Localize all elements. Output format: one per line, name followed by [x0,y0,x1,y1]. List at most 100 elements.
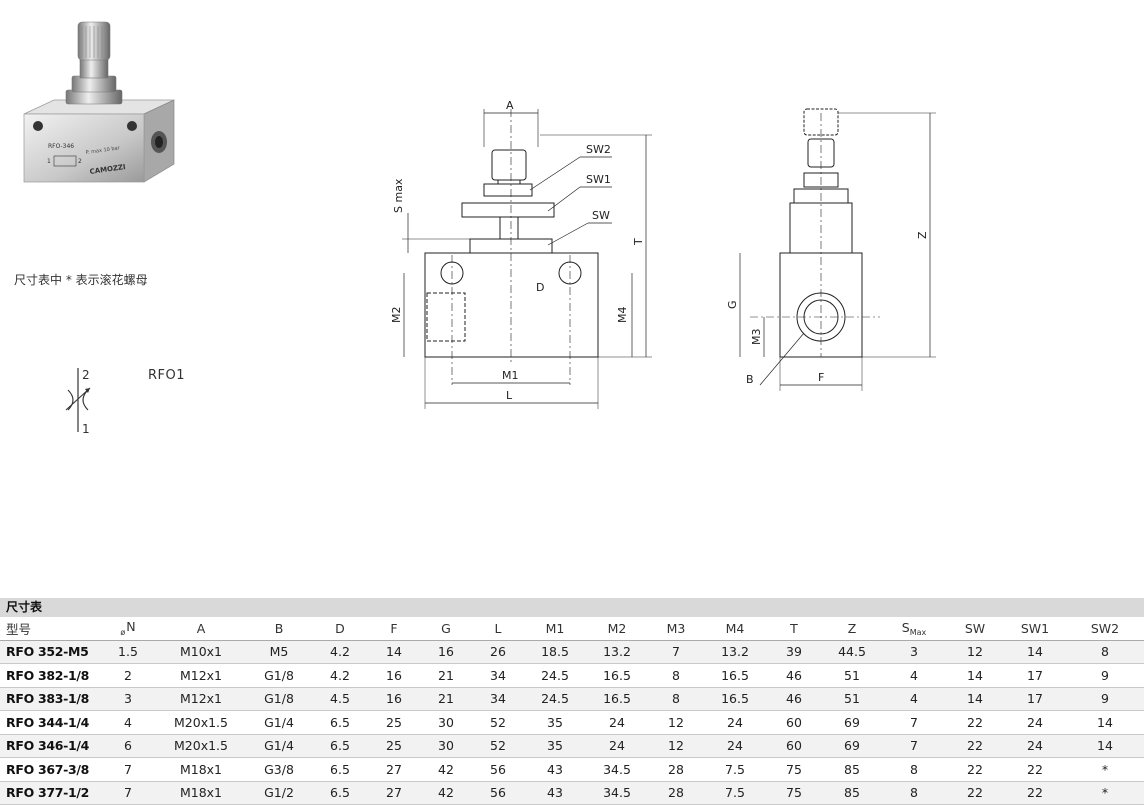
header-f: F [368,617,420,641]
row-value-cell: 6.5 [312,757,368,782]
dim-label-f: F [818,371,824,384]
dimension-drawing: A SW2 SW1 SW S max T D M2 M4 M1 L Z G M3… [390,99,936,409]
row-value-cell: 16.5 [704,663,766,688]
row-value-cell: M18x1 [156,757,246,782]
header-n-prefix: ø [120,628,126,638]
symbol-port-bottom: 1 [82,422,90,436]
dim-label-z: Z [916,231,929,239]
dim-label-g: G [726,300,739,309]
row-value-cell: 14 [368,640,420,664]
row-value-cell: 75 [766,781,822,805]
row-value-cell: 85 [822,757,882,782]
header-s-sub: Max [909,627,927,637]
row-model-cell: RFO 367-3/8 [0,757,100,782]
row-value-cell: 35 [524,734,586,758]
row-value-cell: 1.5 [100,640,156,664]
row-value-cell: 17 [1004,687,1066,711]
row-value-cell: 4.2 [312,640,368,664]
dim-label-t: T [632,238,645,246]
row-value-cell: 35 [524,710,586,735]
row-value-cell: 8 [1066,640,1144,664]
row-value-cell: 34 [472,687,524,711]
row-value-cell: 12 [946,640,1004,664]
dim-label-m4: M4 [616,307,629,324]
row-value-cell: 22 [1004,781,1066,805]
row-value-cell: 3 [882,640,946,664]
row-model-cell: RFO 383-1/8 [0,687,100,711]
row-value-cell: 24 [704,734,766,758]
row-value-cell: 14 [1066,734,1144,758]
row-value-cell: 6 [100,734,156,758]
row-value-cell: 7 [648,640,704,664]
row-model-cell: RFO 377-1/2 [0,781,100,805]
row-value-cell: 16 [420,640,472,664]
row-value-cell: 14 [1004,640,1066,664]
header-smax: SMax [882,617,946,641]
row-value-cell: 46 [766,663,822,688]
row-value-cell: M5 [246,640,312,664]
dim-label-d: D [536,281,544,294]
row-value-cell: 51 [822,663,882,688]
row-value-cell: 12 [648,710,704,735]
dim-label-sw: SW [592,209,610,222]
row-value-cell: G1/8 [246,687,312,711]
row-value-cell: 9 [1066,663,1144,688]
dimension-data-table: 型号 øN A B D F G L M1 M2 M3 M4 T Z SMax S… [0,617,1144,805]
row-value-cell: M20x1.5 [156,734,246,758]
header-n-label: N [126,619,136,635]
table-title: 尺寸表 [0,598,1144,617]
row-value-cell: G1/4 [246,710,312,735]
header-g: G [420,617,472,641]
row-value-cell: 21 [420,663,472,688]
row-value-cell: 22 [1004,757,1066,782]
header-b: B [246,617,312,641]
dim-label-smax: S max [392,178,405,213]
row-value-cell: M20x1.5 [156,710,246,735]
row-value-cell: 24 [1004,734,1066,758]
row-value-cell: 52 [472,734,524,758]
row-value-cell: 18.5 [524,640,586,664]
row-value-cell: 17 [1004,663,1066,688]
row-value-cell: 24 [1004,710,1066,735]
row-value-cell: * [1066,781,1144,805]
row-value-cell: 75 [766,757,822,782]
header-a: A [156,617,246,641]
dim-label-l: L [506,389,513,402]
row-value-cell: 34.5 [586,757,648,782]
row-value-cell: 43 [524,757,586,782]
header-sw1: SW1 [1004,617,1066,641]
row-value-cell: 24 [586,734,648,758]
dim-label-m1: M1 [502,369,519,382]
row-value-cell: 69 [822,710,882,735]
row-value-cell: 69 [822,734,882,758]
row-value-cell: 4.2 [312,663,368,688]
row-value-cell: 44.5 [822,640,882,664]
row-value-cell: 30 [420,734,472,758]
header-d: D [312,617,368,641]
row-value-cell: 3 [100,687,156,711]
header-m3: M3 [648,617,704,641]
row-value-cell: 16.5 [586,687,648,711]
row-value-cell: 22 [946,781,1004,805]
row-value-cell: 27 [368,781,420,805]
row-value-cell: 6.5 [312,734,368,758]
row-value-cell: 21 [420,687,472,711]
row-value-cell: 52 [472,710,524,735]
row-value-cell: 4 [882,663,946,688]
row-value-cell: 7.5 [704,757,766,782]
dim-label-a: A [506,99,514,112]
row-value-cell: 14 [1066,710,1144,735]
row-value-cell: 13.2 [704,640,766,664]
row-value-cell: 9 [1066,687,1144,711]
row-value-cell: 4.5 [312,687,368,711]
product-port-out: 2 [78,158,82,165]
row-value-cell: 26 [472,640,524,664]
row-value-cell: 24 [704,710,766,735]
row-value-cell: 60 [766,734,822,758]
row-value-cell: 25 [368,710,420,735]
row-value-cell: 42 [420,781,472,805]
row-value-cell: 16 [368,663,420,688]
row-value-cell: 42 [420,757,472,782]
row-value-cell: 39 [766,640,822,664]
